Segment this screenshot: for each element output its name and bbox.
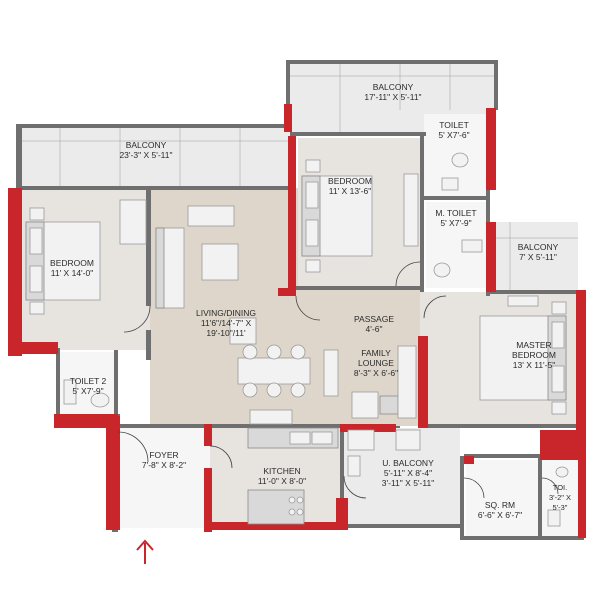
room-size: 23'-3" X 5'-11" [119,150,172,160]
room-name: LOUNGE [358,358,394,368]
red-wall [336,498,348,530]
doors [117,261,559,499]
room-name: TOILET 2 [70,376,107,386]
red-wall [340,424,396,432]
red-wall [418,336,428,428]
room-name: BEDROOM [50,258,94,268]
room-size: 5' X7'-9" [440,218,471,228]
entry-arrow-icon [136,539,154,564]
room-name: BALCONY [518,242,559,252]
kitchen-counter [247,427,339,525]
bed-left [25,199,147,315]
room-name: FAMILY [361,348,391,358]
room-name: BALCONY [373,82,414,92]
room-name: PASSAGE [354,314,394,324]
bed-center [301,159,419,273]
sq-rm-floor [466,460,538,536]
red-wall [288,136,296,296]
room-size: 5'-11" X 8'-4" [384,468,432,478]
room-name: BEDROOM [328,176,372,186]
dining-table [237,344,311,398]
bed-master [479,295,567,415]
red-wall [8,188,22,356]
toilet-top-fixtures [441,152,469,191]
room-size: 17'-11" X 5'-11" [364,92,421,102]
red-wall [8,342,58,354]
red-wall [204,468,212,532]
room-size: 11'6"/14'-7" X [201,318,252,328]
red-wall [204,522,348,530]
room-size: 3'-2" X [549,493,571,502]
red-wall [284,104,292,132]
room-name: BEDROOM [512,350,556,360]
room-name: TOILET [439,120,469,130]
balcony-left-floor [22,126,290,188]
room-size: 11'-0" X 8'-0" [258,476,306,486]
red-wall [486,108,496,190]
red-wall [464,456,474,464]
room-name: BALCONY [126,140,167,150]
red-wall [578,430,586,538]
balcony-right-floor [494,222,578,292]
m-toilet-fixtures [433,239,483,278]
room-size: 5' X7'-9" [72,386,103,396]
room-size: 4'-6" [366,324,383,334]
red-wall [486,222,496,292]
utility-fixtures [347,429,421,477]
room-size: 5'-3" [553,503,568,512]
room-labels: BALCONY 17'-11" X 5'-11" BALCONY 23'-3" … [50,82,571,520]
room-size: 6'-6" X 6'-7" [478,510,522,520]
room-name: FOYER [149,450,178,460]
red-wall [54,414,118,428]
red-wall [540,430,580,460]
room-name: SQ. RM [485,500,515,510]
room-size: 7' X 5'-11" [519,252,557,262]
room-size: 8'-3" X 6'-6" [354,368,398,378]
room-size: 13' X 11'-5" [513,360,556,370]
room-name: U. BALCONY [382,458,434,468]
room-size: 3'-11" X 5'-11" [382,478,434,488]
room-size: 11' X 14'-0" [51,268,94,278]
room-size: 11' X 13'-6" [329,186,372,196]
room-name: KITCHEN [263,466,300,476]
room-size: 5' X7'-6" [438,130,469,140]
family-lounge-furniture [323,345,417,419]
red-wall [576,290,586,430]
balcony-grid [22,62,578,292]
toilet2-fixtures [63,379,110,408]
living-sofa [155,205,257,345]
furniture [25,152,569,527]
room-name: LIVING/DINING [196,308,256,318]
red-wall [106,416,120,530]
accent-walls [8,104,586,538]
toi-fixtures [547,466,569,527]
room-name: MASTER [516,340,551,350]
room-name: TOI. [553,483,567,492]
red-wall [278,288,296,296]
console [249,409,293,425]
room-name: M. TOILET [435,208,476,218]
room-size: 7'-8" X 8'-2" [142,460,186,470]
red-wall [204,424,212,446]
foyer-floor [118,428,210,528]
room-size: 19'-10"/11' [206,328,246,338]
